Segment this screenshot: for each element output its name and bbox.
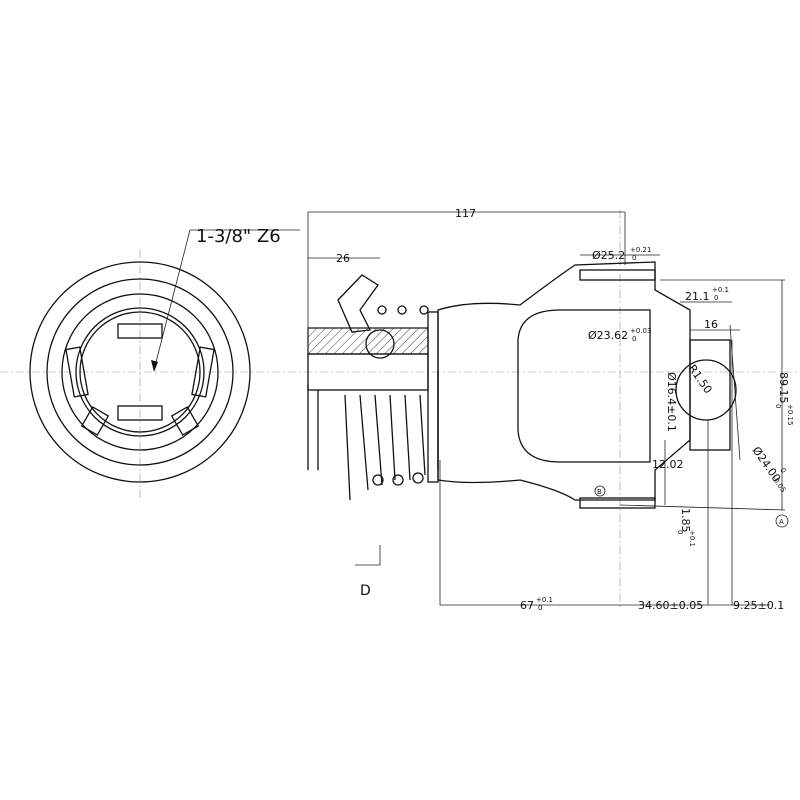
datum-b: B [597,488,602,496]
spline-label: 1-3/8" Z6 [196,226,281,247]
tol-upper: +0.15 [786,404,794,425]
spline-teeth [65,323,215,436]
dim-height-89: 89.15 [777,372,790,404]
dim-inner-dia: Ø23.62 [588,329,628,342]
tol-upper: +0.1 [712,286,729,294]
dim-len-9: 9.25±0.1 [733,599,784,612]
dim-len-67: 67 [520,599,534,612]
tol-lower: 0 [676,530,684,534]
dim-neck-dia: Ø16.4±0.1 [665,372,678,432]
tol-lower: 0 [774,404,782,408]
dimension-lines [307,211,786,606]
dim-1-85: 1.85 [679,508,692,533]
datum-a: A [779,518,784,526]
tol-upper: +0.1 [536,596,553,604]
dim-12: 12.02 [652,458,684,471]
dim-overall-length: 117 [455,207,476,220]
tol-upper: +0.21 [630,246,651,254]
tol-lower: 0 [632,254,636,262]
tol-lower: 0 [714,294,718,302]
datum-a-marker [775,514,789,528]
tol-upper: +0.03 [630,327,651,335]
tol-upper: 0 [778,467,787,475]
spline-leader [153,229,191,371]
end-view: 1-3/8" Z6 [29,226,300,483]
tol-lower: 0 [538,604,542,612]
dim-len-34: 34.60±0.05 [638,599,703,612]
view-label: D [360,583,371,599]
dim-collar-length: 26 [336,252,350,265]
dim-bore-dia: Ø25.2 [592,249,625,262]
dim-width-16: 16 [704,318,718,331]
tol-lower: 0 [632,335,636,343]
dim-width-21: 21.1 [685,290,710,303]
datum-b-marker [594,485,606,497]
section-view [307,261,741,509]
tol-upper: +0.1 [688,530,696,547]
